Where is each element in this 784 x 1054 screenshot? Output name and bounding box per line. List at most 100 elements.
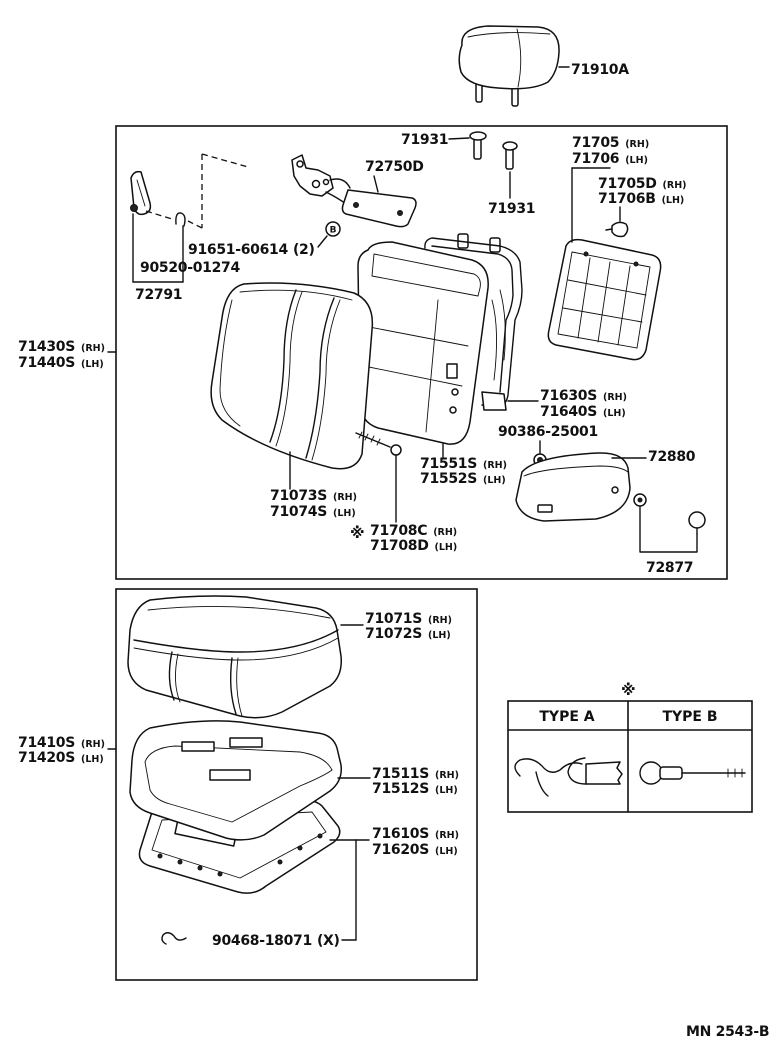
seat-cushion-pad-lh-label[interactable]: 71512S (LH) — [372, 781, 458, 797]
part-number[interactable]: 71072S — [365, 626, 423, 642]
knob-clip-1-center — [637, 497, 643, 503]
part-number[interactable]: 71440S — [18, 355, 76, 371]
part-number[interactable]: 71705 — [572, 135, 620, 151]
knob-slot — [537, 504, 553, 513]
seat-back-assembly-rh-label[interactable]: 71430S (RH) — [18, 339, 105, 355]
recliner-lever-illustration — [130, 170, 152, 216]
part-number[interactable]: 71706B — [598, 191, 656, 207]
side-tag: (LH) — [81, 359, 104, 370]
part-number[interactable]: 71620S — [372, 842, 430, 858]
part-number[interactable]: 71511S — [372, 766, 430, 782]
seat-cushion-assembly-lh-label[interactable]: 71420S (LH) — [18, 750, 104, 766]
pin-top-part-label[interactable]: 71931 — [401, 132, 449, 148]
pad-groove-1 — [363, 325, 469, 347]
seat-back-pad-rh-label[interactable]: 71551S(RH) — [420, 456, 507, 472]
cushion-cover-pleat-2b — [236, 657, 243, 717]
cover-pleat-2a — [305, 297, 335, 459]
type-a-header: TYPE A — [539, 709, 594, 725]
recliner-cover-body — [341, 189, 417, 228]
type-legend-table — [507, 700, 753, 813]
knob-hole — [611, 486, 619, 494]
pin-mid-illustration — [502, 141, 518, 199]
side-tag: (RH) — [81, 343, 105, 354]
seat-back-frame-rh-label[interactable]: 71630S(RH) — [540, 388, 627, 404]
hog-ring-tool-illustration — [355, 431, 402, 523]
hog-ring-threads — [358, 431, 381, 446]
seat-cushion-frame-rh-label[interactable]: 71610S(RH) — [372, 826, 459, 842]
back-board-clip-rh-label[interactable]: 71705D(RH) — [598, 176, 686, 192]
seat-cushion-cover-lh-label[interactable]: 71072S(LH) — [365, 626, 451, 642]
type-a-loop — [567, 757, 587, 785]
pin-mid-part-label[interactable]: 71931 — [488, 201, 536, 217]
hog-ring-wire — [161, 932, 187, 945]
side-tag: (LH) — [435, 785, 458, 796]
seat-cushion-group-frame — [115, 588, 478, 981]
knob-clip-bracket — [639, 506, 698, 553]
seat-cushion-frame-lh-label[interactable]: 71620S(LH) — [372, 842, 458, 858]
part-number[interactable]: 90468-18071 — [212, 933, 312, 949]
part-number[interactable]: 71410S — [18, 735, 76, 751]
frame-bracket — [481, 391, 507, 411]
part-number[interactable]: 71640S — [540, 404, 598, 420]
cushion-cover-top-seam — [147, 605, 331, 619]
seat-back-assembly-lh-label[interactable]: 71440S (LH) — [18, 355, 104, 371]
part-number[interactable]: 91651-60614 — [188, 242, 289, 258]
knob-clip-part-label[interactable]: 72877 — [646, 560, 694, 576]
seat-back-cover-lh-label[interactable]: 71074S(LH) — [270, 504, 356, 520]
side-tag: (RH) — [433, 527, 457, 538]
recliner-cover-part-label[interactable]: 72750D — [365, 159, 424, 175]
recliner-cover-leader — [373, 175, 379, 193]
part-number[interactable]: 71708D — [370, 538, 429, 554]
part-number[interactable]: 71630S — [540, 388, 598, 404]
back-board-clip-lh-label[interactable]: 71706B(LH) — [598, 191, 684, 207]
part-number[interactable]: 71706 — [572, 151, 620, 167]
knob-part-label[interactable]: 72880 — [648, 449, 696, 465]
part-number[interactable]: 71708C — [370, 523, 428, 539]
nut-part-label[interactable]: 90386-25001 — [498, 424, 598, 440]
recliner-cover-hole-2 — [397, 210, 403, 216]
pad-groove-2 — [363, 365, 463, 387]
side-tag: (LH) — [81, 754, 104, 765]
seat-cushion-cover-rh-label[interactable]: 71071S(RH) — [365, 611, 452, 627]
part-number[interactable]: 71552S — [420, 471, 478, 487]
seat-cushion-pad-rh-label[interactable]: 71511S(RH) — [372, 766, 459, 782]
seat-cushion-assembly-rh-label[interactable]: 71410S(RH) — [18, 735, 105, 751]
part-number[interactable]: 71071S — [365, 611, 423, 627]
pad-slot — [446, 363, 458, 379]
seat-back-cover-rh-label[interactable]: 71073S(RH) — [270, 488, 357, 504]
headrest-part-label[interactable]: 71910A — [571, 62, 630, 78]
part-number[interactable]: 71610S — [372, 826, 430, 842]
part-number[interactable]: 71430S — [18, 339, 76, 355]
part-number[interactable]: 71512S — [372, 781, 430, 797]
cushion-cover-pleat-2a — [229, 657, 237, 715]
type-b-illustration — [639, 761, 746, 785]
spring-part-label[interactable]: 90520-01274 — [140, 260, 241, 276]
lever-part-label[interactable]: 72791 — [135, 287, 183, 303]
knob-clip-illustration — [633, 493, 706, 553]
headrest-seam-side — [516, 28, 522, 88]
part-number[interactable]: 71705D — [598, 176, 657, 192]
screw-part-label[interactable]: 91651-60614(2) — [188, 242, 315, 258]
hog-ring-lh-label[interactable]: 71708D(LH) — [370, 538, 457, 554]
part-number[interactable]: 71551S — [420, 456, 478, 472]
part-number[interactable]: 71420S — [18, 750, 76, 766]
seat-back-frame-lh-label[interactable]: 71640S(LH) — [540, 404, 626, 420]
spring-hook — [175, 212, 186, 227]
back-board-hole-1 — [583, 251, 589, 257]
seat-back-pad-lh-label[interactable]: 71552S(LH) — [420, 471, 506, 487]
part-number[interactable]: 71074S — [270, 504, 328, 520]
hog-ring-rh-label[interactable]: 71708C (RH) — [370, 523, 457, 539]
cushion-frame-hole-6 — [297, 845, 303, 851]
cushion-cover-pleat-1b — [175, 653, 181, 703]
hog-ring-reference-mark: ※ — [350, 524, 365, 542]
back-board-rh-label[interactable]: 71705(RH) — [572, 135, 649, 151]
cushion-pad-cutout-3 — [209, 769, 251, 781]
cover-pleat-1a — [269, 289, 297, 443]
part-number[interactable]: 71073S — [270, 488, 328, 504]
type-a-strap — [585, 761, 623, 785]
cushion-hog-ring-label[interactable]: 90468-18071(X) — [212, 933, 340, 949]
back-board-illustration — [547, 167, 662, 361]
back-board-rib-h2 — [562, 307, 643, 323]
back-board-rib-v2 — [597, 261, 611, 343]
back-board-lh-label[interactable]: 71706(LH) — [572, 151, 648, 167]
